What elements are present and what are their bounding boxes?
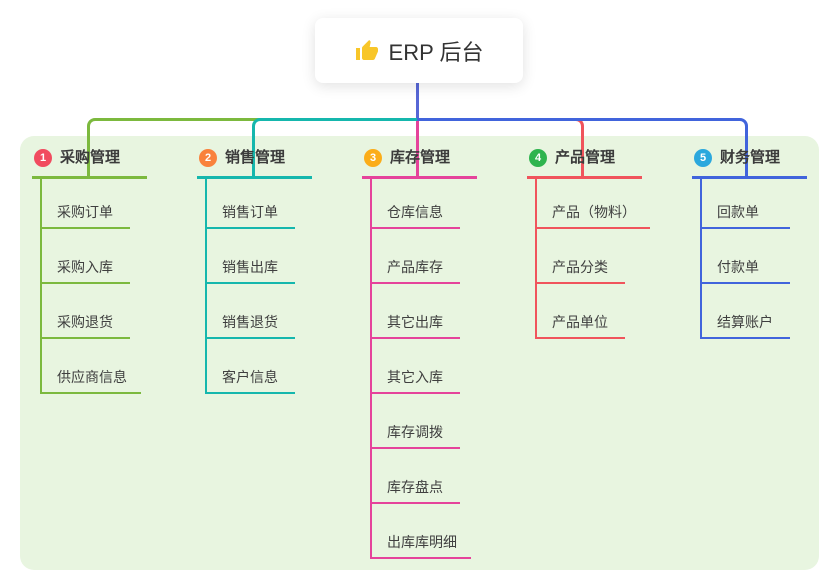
branch-header[interactable]: 3 库存管理 xyxy=(362,147,477,179)
branch-item-list: 产品（物料） 产品分类 产品单位 xyxy=(535,179,650,339)
node-item[interactable]: 其它出库 xyxy=(372,284,460,339)
node-item[interactable]: 结算账户 xyxy=(702,284,790,339)
branch-item-list: 采购订单 采购入库 采购退货 供应商信息 xyxy=(40,179,141,394)
branch-header[interactable]: 2 销售管理 xyxy=(197,147,312,179)
node-item[interactable]: 销售退货 xyxy=(207,284,295,339)
branch-label: 销售管理 xyxy=(225,149,286,166)
node-item[interactable]: 销售订单 xyxy=(207,179,295,229)
connector-branch-2 xyxy=(252,118,417,176)
node-item[interactable]: 采购订单 xyxy=(42,179,130,229)
branch-label: 产品管理 xyxy=(555,149,616,166)
node-item[interactable]: 付款单 xyxy=(702,229,790,284)
node-item[interactable]: 客户信息 xyxy=(207,339,295,394)
branch-item-list: 仓库信息 产品库存 其它出库 其它入库 库存调拨 库存盘点 出库库明细 xyxy=(370,179,471,559)
node-item[interactable]: 库存盘点 xyxy=(372,449,460,504)
branch-header[interactable]: 5 财务管理 xyxy=(692,147,807,179)
node-item[interactable]: 库存调拨 xyxy=(372,394,460,449)
node-item[interactable]: 产品分类 xyxy=(537,229,625,284)
branch-label: 采购管理 xyxy=(60,149,121,166)
branch-label: 财务管理 xyxy=(720,149,781,166)
node-item[interactable]: 供应商信息 xyxy=(42,339,141,394)
branches-background-panel xyxy=(20,136,819,570)
branch-label: 库存管理 xyxy=(390,149,451,166)
branch-number-badge: 2 xyxy=(199,148,217,167)
node-item[interactable]: 产品库存 xyxy=(372,229,460,284)
branch-inventory-management: 3 库存管理 仓库信息 产品库存 其它出库 其它入库 库存调拨 库存盘点 出库库… xyxy=(362,147,477,559)
node-item[interactable]: 产品（物料） xyxy=(537,179,650,229)
node-item[interactable]: 出库库明细 xyxy=(372,504,471,559)
branch-finance-management: 5 财务管理 回款单 付款单 结算账户 xyxy=(692,147,807,339)
node-item[interactable]: 采购退货 xyxy=(42,284,130,339)
node-item[interactable]: 产品单位 xyxy=(537,284,625,339)
branch-header[interactable]: 4 产品管理 xyxy=(527,147,642,179)
branch-item-list: 销售订单 销售出库 销售退货 客户信息 xyxy=(205,179,295,394)
connector-branch-3 xyxy=(416,121,419,176)
branch-number-badge: 5 xyxy=(694,148,712,167)
root-title: ERP 后台 xyxy=(388,39,484,65)
connector-branch-1 xyxy=(87,118,417,176)
node-item[interactable]: 其它入库 xyxy=(372,339,460,394)
node-item[interactable]: 仓库信息 xyxy=(372,179,460,229)
branch-header[interactable]: 1 采购管理 xyxy=(32,147,147,179)
branch-number-badge: 4 xyxy=(529,148,547,167)
node-item[interactable]: 采购入库 xyxy=(42,229,130,284)
node-item[interactable]: 回款单 xyxy=(702,179,790,229)
thumbs-up-icon xyxy=(355,39,379,63)
node-item[interactable]: 销售出库 xyxy=(207,229,295,284)
branch-product-management: 4 产品管理 产品（物料） 产品分类 产品单位 xyxy=(527,147,650,339)
branch-item-list: 回款单 付款单 结算账户 xyxy=(700,179,790,339)
branch-sales-management: 2 销售管理 销售订单 销售出库 销售退货 客户信息 xyxy=(197,147,312,394)
branch-purchase-management: 1 采购管理 采购订单 采购入库 采购退货 供应商信息 xyxy=(32,147,147,394)
connector-branch-5 xyxy=(417,118,748,176)
root-node-erp-backend[interactable]: ERP 后台 xyxy=(315,18,523,83)
branch-number-badge: 1 xyxy=(34,148,52,167)
connector-root-trunk xyxy=(416,82,419,121)
branch-number-badge: 3 xyxy=(364,148,382,167)
